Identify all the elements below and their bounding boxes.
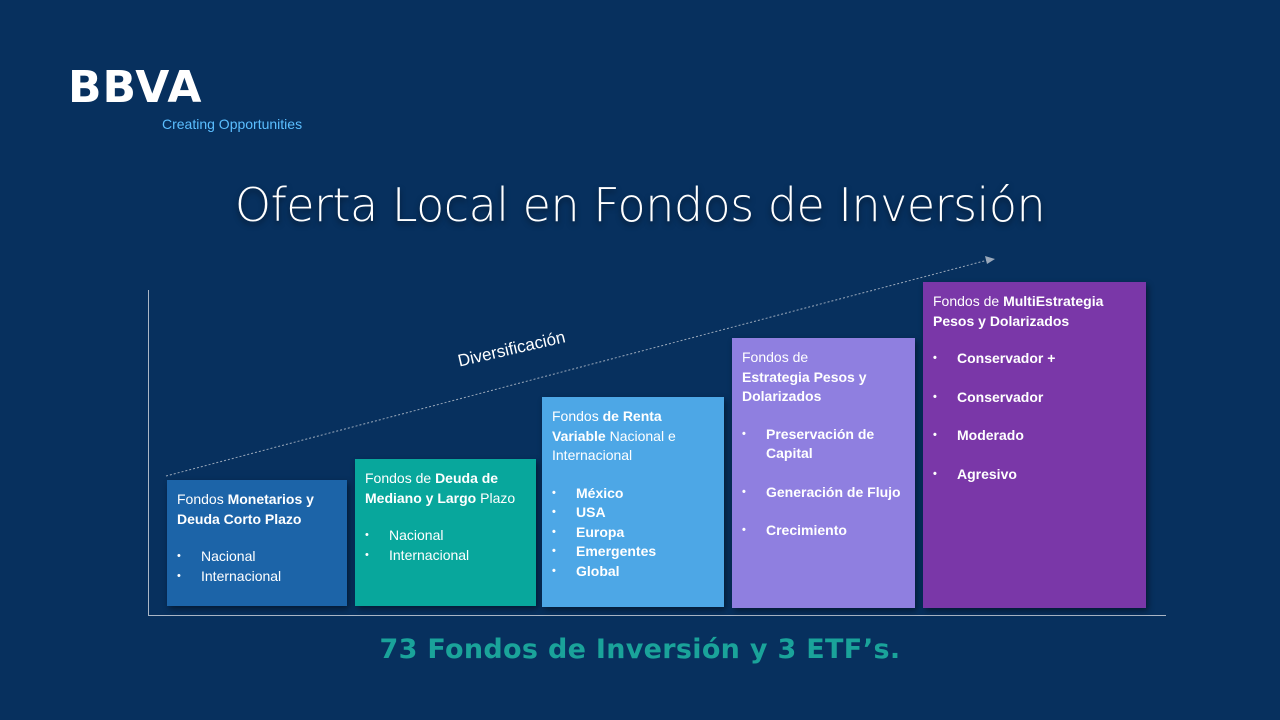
list-item: Internacional (177, 567, 337, 587)
list-item: México (552, 484, 714, 504)
list-item: Moderado (933, 426, 1136, 446)
list-item: Conservador (933, 388, 1136, 408)
fund-box-estrategia: Fondos de Estrategia Pesos y Dolarizados… (732, 338, 915, 608)
box-list: México USA Europa Emergentes Global (552, 484, 714, 582)
box-heading: Fondos Monetarios y Deuda Corto Plazo (177, 491, 314, 527)
fund-box-multiestrategia: Fondos de MultiEstrategia Pesos y Dolari… (923, 282, 1146, 608)
list-item: Europa (552, 523, 714, 543)
box-heading: Fondos de Estrategia Pesos y Dolarizados (742, 349, 867, 404)
box-list: Conservador + Conservador Moderado Agres… (933, 349, 1136, 484)
list-item: Generación de Flujo (742, 483, 905, 503)
slide-title: Oferta Local en Fondos de Inversión (234, 178, 1046, 232)
list-item: Crecimiento (742, 521, 905, 541)
box-list: Preservación de Capital Generación de Fl… (742, 425, 905, 541)
fund-box-monetarios: Fondos Monetarios y Deuda Corto Plazo Na… (167, 480, 347, 606)
list-item: Preservación de Capital (742, 425, 905, 464)
horizontal-axis (148, 615, 1166, 616)
logo-tagline: Creating Opportunities (162, 116, 303, 132)
fund-box-renta-variable: Fondos de Renta Variable Nacional e Inte… (542, 397, 724, 607)
fund-box-deuda: Fondos de Deuda de Mediano y Largo Plazo… (355, 459, 536, 606)
list-item: Internacional (365, 546, 526, 566)
footer-summary: 73 Fondos de Inversión y 3 ETF’s. (379, 634, 901, 665)
list-item: Agresivo (933, 465, 1136, 485)
box-heading: Fondos de MultiEstrategia Pesos y Dolari… (933, 293, 1104, 329)
list-item: Nacional (365, 526, 526, 546)
list-item: Global (552, 562, 714, 582)
list-item: Nacional (177, 547, 337, 567)
box-list: Nacional Internacional (365, 526, 526, 565)
box-heading: Fondos de Deuda de Mediano y Largo Plazo (365, 470, 516, 506)
list-item: Emergentes (552, 542, 714, 562)
box-heading: Fondos de Renta Variable Nacional e Inte… (552, 408, 676, 463)
logo-wordmark: BBVA (68, 62, 203, 113)
vertical-axis (148, 290, 149, 616)
box-list: Nacional Internacional (177, 547, 337, 586)
bbva-logo: BBVA Creating Opportunities (68, 62, 302, 133)
list-item: USA (552, 503, 714, 523)
list-item: Conservador + (933, 349, 1136, 369)
